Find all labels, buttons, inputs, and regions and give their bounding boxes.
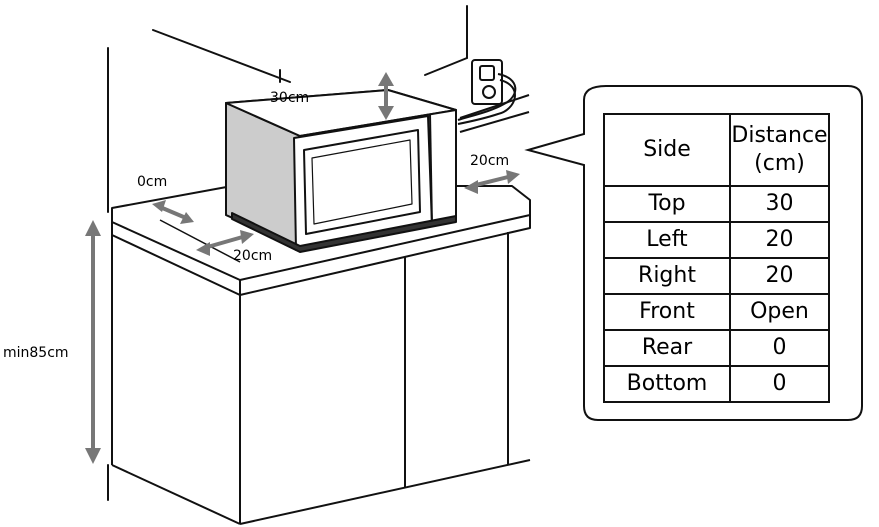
side-cell: Rear [603,329,731,367]
top-clearance-label: 30cm [270,90,310,106]
table-row: Front Open [603,293,830,331]
distance-cell: Open [729,293,830,331]
side-cell: Front [603,293,731,331]
countertop-back-edge [459,94,530,133]
side-cell: Left [603,221,731,259]
header-distance-text: Distance (cm) [731,123,828,176]
side-cell: Top [603,185,731,223]
clearance-arrows [85,72,520,464]
table-header-row: Side Distance (cm) [603,113,830,187]
table-row: Rear 0 [603,329,830,367]
clearance-table: Side Distance (cm) Top 30 Left 20 Right … [603,113,830,403]
distance-cell: 30 [729,185,830,223]
right-clearance-label: 20cm [470,153,510,169]
distance-cell: 0 [729,365,830,403]
side-cell: Right [603,257,731,295]
table-row: Top 30 [603,185,830,223]
table-row: Bottom 0 [603,365,830,403]
side-cell: Bottom [603,365,731,403]
cabinet [111,232,531,525]
table-row: Right 20 [603,257,830,295]
floor-height-label: min85cm [3,345,69,361]
distance-cell: 20 [729,257,830,295]
header-distance: Distance (cm) [729,113,830,187]
clearance-table-wrapper: Side Distance (cm) Top 30 Left 20 Right … [603,113,830,403]
left-clearance-label: 20cm [233,248,273,264]
header-side: Side [603,113,731,187]
microwave [225,89,457,253]
kitchen-wall [107,5,468,501]
distance-cell: 20 [729,221,830,259]
distance-cell: 0 [729,329,830,367]
wall-outlet [457,59,517,125]
rear-clearance-label: 0cm [137,174,168,190]
table-row: Left 20 [603,221,830,259]
